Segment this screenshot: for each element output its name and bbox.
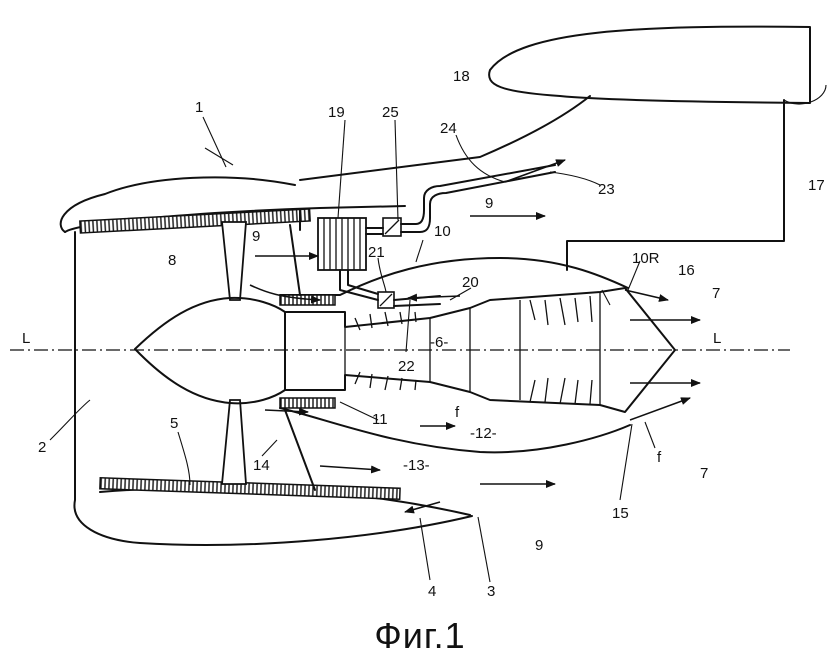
label-1: 1 bbox=[195, 99, 203, 116]
turbofan-engine-diagram: 1 2 3 4 5 -6- 7 7 8 9 9 9 10 10R 11 -12-… bbox=[10, 25, 827, 600]
label-L-right: L bbox=[713, 330, 721, 347]
label-25: 25 bbox=[382, 104, 399, 121]
core-engine bbox=[284, 287, 676, 413]
nacelle bbox=[59, 176, 473, 546]
label-7a: 7 bbox=[712, 285, 720, 302]
label-9c: 9 bbox=[535, 537, 543, 554]
leader-lines bbox=[49, 84, 827, 583]
label-4: 4 bbox=[428, 583, 436, 600]
label-7b: 7 bbox=[700, 465, 708, 482]
label-20: 20 bbox=[462, 274, 479, 291]
flow-arrows bbox=[249, 159, 701, 514]
label-14: 14 bbox=[253, 457, 270, 474]
label-12: -12- bbox=[470, 425, 497, 442]
heat-exchanger-19 bbox=[317, 217, 367, 271]
valve-25 bbox=[382, 217, 402, 237]
valve-22 bbox=[377, 291, 395, 309]
reference-labels: 1 2 3 4 5 -6- 7 7 8 9 9 9 10 10R 11 -12-… bbox=[22, 68, 825, 600]
label-f-b: f bbox=[657, 449, 662, 466]
label-19: 19 bbox=[328, 104, 345, 121]
label-8: 8 bbox=[168, 252, 176, 269]
label-6: -6- bbox=[430, 334, 448, 351]
label-9a: 9 bbox=[252, 228, 260, 245]
pylon bbox=[299, 95, 785, 271]
label-16: 16 bbox=[678, 262, 695, 279]
label-18: 18 bbox=[453, 68, 470, 85]
fan-blades bbox=[221, 221, 247, 485]
label-f-a: f bbox=[455, 404, 460, 421]
label-24: 24 bbox=[440, 120, 457, 137]
figure-caption: Фиг.1 bbox=[374, 615, 466, 656]
label-15: 15 bbox=[612, 505, 629, 522]
pipes bbox=[339, 164, 556, 307]
label-10: 10 bbox=[434, 223, 451, 240]
label-13: -13- bbox=[403, 457, 430, 474]
label-11: 11 bbox=[372, 411, 388, 428]
label-2: 2 bbox=[38, 439, 46, 456]
label-23: 23 bbox=[598, 181, 615, 198]
label-5: 5 bbox=[170, 415, 178, 432]
label-17: 17 bbox=[808, 177, 825, 194]
label-9b: 9 bbox=[485, 195, 493, 212]
label-21: 21 bbox=[368, 244, 385, 261]
wing bbox=[488, 25, 811, 104]
label-10r: 10R bbox=[632, 250, 660, 267]
spinner bbox=[134, 296, 286, 405]
label-3: 3 bbox=[487, 583, 495, 600]
label-L-left: L bbox=[22, 330, 30, 347]
label-22: 22 bbox=[398, 358, 415, 375]
